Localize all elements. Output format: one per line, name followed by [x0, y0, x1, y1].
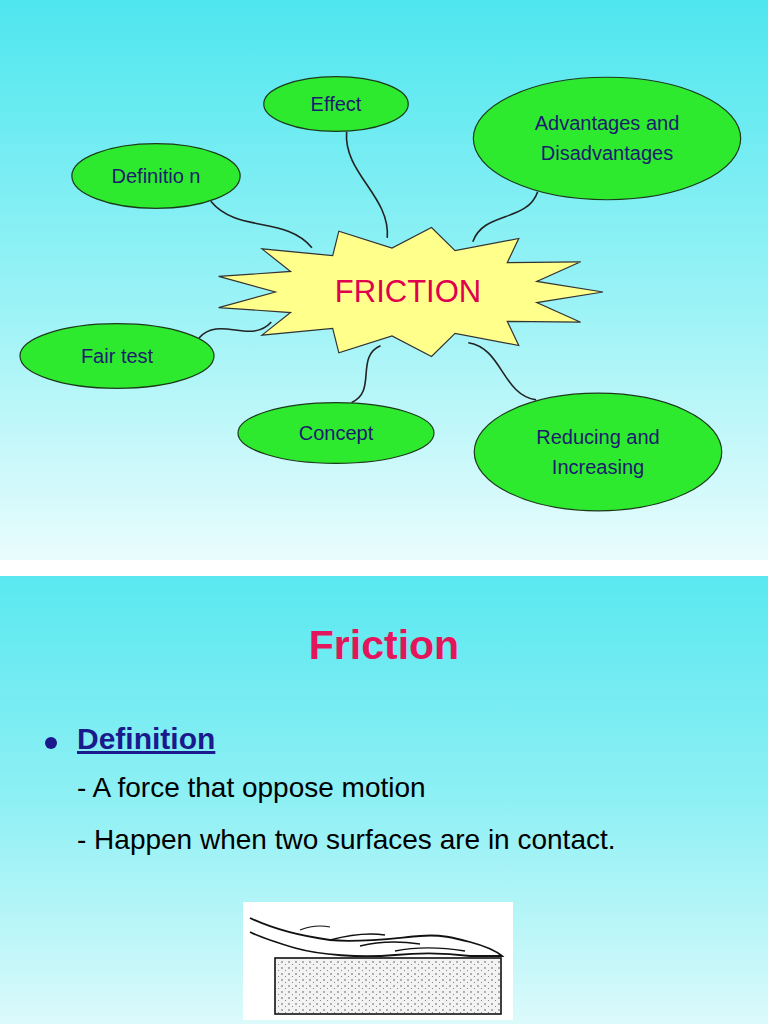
ellipse-outline: [472, 76, 742, 201]
topic-ellipse: Fair test: [19, 323, 215, 389]
topic-ellipse: Effect: [263, 76, 409, 132]
bullet-heading: Definition: [77, 722, 377, 756]
ellipse-outline: [473, 392, 723, 512]
topic-ellipse: Advantages and Disadvantages: [472, 76, 742, 201]
topic-ellipse: Concept: [237, 402, 435, 464]
definition-line: - Happen when two surfaces are in contac…: [77, 822, 617, 858]
definition-line: - A force that oppose motion: [77, 772, 717, 804]
central-title: FRICTION: [298, 273, 518, 310]
bullet-dot: [45, 737, 57, 749]
connector-line: [211, 201, 312, 248]
connector-line: [473, 192, 538, 242]
slide-title: Friction: [0, 622, 768, 669]
topic-text: Reducing and Increasing: [533, 422, 663, 482]
topic-text: Advantages and Disadvantages: [512, 108, 702, 168]
topic-text: Definitio n: [110, 161, 202, 191]
topic-text: Fair test: [42, 341, 192, 371]
hand-on-sandpaper-illustration: [243, 902, 513, 1020]
connector-line: [199, 322, 271, 338]
topic-text: Effect: [276, 89, 396, 119]
central-starburst: FRICTION: [213, 227, 603, 357]
connector-line: [346, 132, 387, 238]
topic-text: Concept: [261, 418, 411, 448]
topic-ellipse: Definitio n: [71, 143, 241, 209]
connector-line: [468, 343, 536, 400]
topic-ellipse: Reducing and Increasing: [473, 392, 723, 512]
connector-line: [352, 346, 381, 403]
